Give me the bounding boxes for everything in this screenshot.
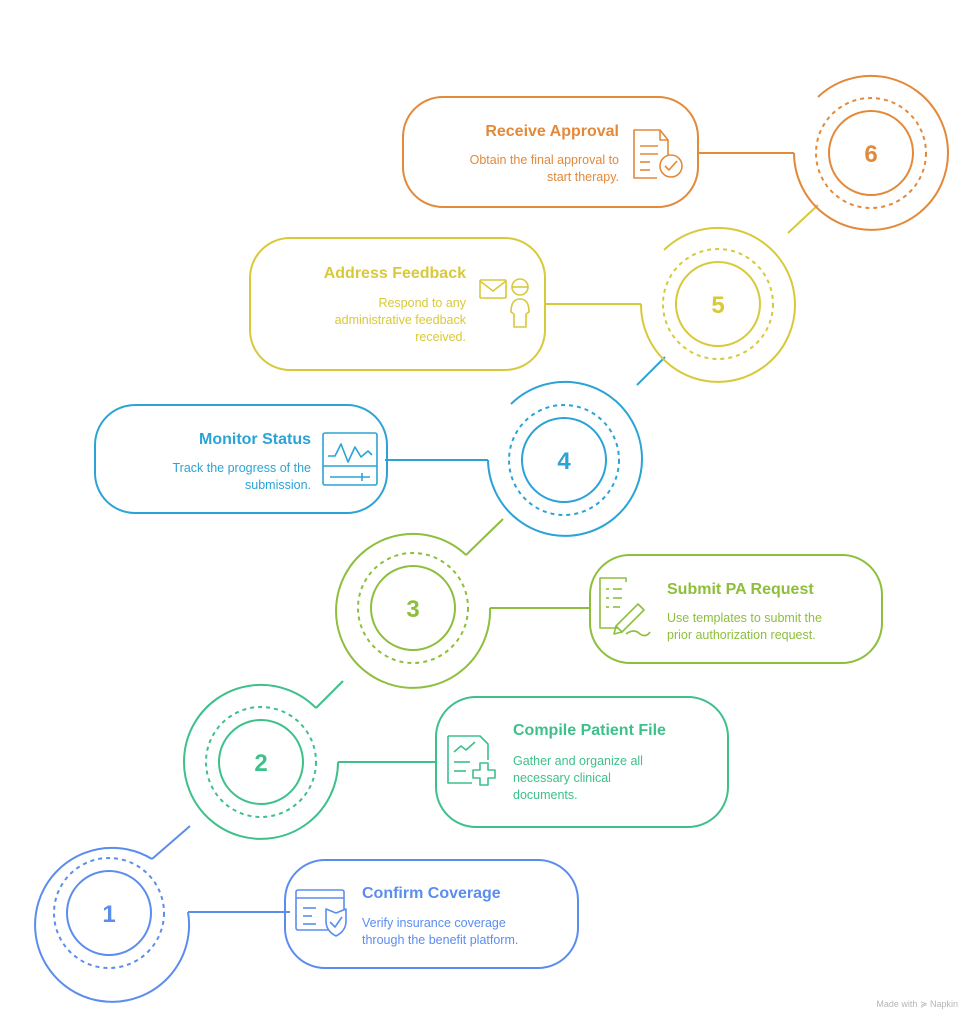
step-6-number: 6 [864, 141, 877, 168]
step-1 [34, 825, 579, 1003]
step-5-title: Address Feedback [324, 265, 466, 282]
feedback-person-icon [479, 278, 530, 328]
step-1-dashed-ring [53, 857, 165, 969]
napkin-watermark: Made with ≽ Napkin [876, 999, 958, 1009]
step-1-ring [34, 846, 191, 1003]
step-3-ring [335, 532, 492, 689]
step-5-number: 5 [711, 292, 724, 319]
step-4-ring [487, 380, 643, 537]
step-5-desc-line-2: administrative feedback [335, 313, 467, 327]
step-1-desc-line-1: Verify insurance coverage [362, 916, 506, 930]
step-5-inner-ring [675, 261, 761, 347]
step-3-number: 3 [406, 596, 419, 623]
step-1-inner-ring [66, 870, 152, 956]
step-1-number: 1 [102, 901, 115, 928]
step-2-link [315, 680, 344, 709]
step-1-box [284, 859, 579, 969]
step-6-desc-line-1: Obtain the final approval to [470, 153, 619, 167]
medical-document-icon [447, 735, 496, 786]
step-5-link [787, 204, 819, 234]
step-2-inner-ring [218, 719, 304, 805]
step-2-box [435, 696, 729, 828]
step-2-desc-line-1: Gather and organize all [513, 754, 643, 768]
step-5-ring [639, 226, 796, 383]
step-3-desc-line-2: prior authorization request. [667, 628, 816, 642]
step-2-number: 2 [254, 750, 267, 777]
step-4-link [636, 356, 666, 386]
step-5-box [249, 237, 546, 371]
insurance-shield-icon [295, 889, 347, 937]
step-3-desc-line-1: Use templates to submit the [667, 611, 822, 625]
step-4-box [94, 404, 388, 514]
step-5-dashed-ring [662, 248, 774, 360]
step-2-title: Compile Patient File [513, 722, 666, 739]
signing-document-icon [599, 577, 651, 637]
step-4-number: 4 [557, 448, 571, 475]
step-3 [335, 518, 883, 689]
step-4-desc-line-2: submission. [245, 478, 311, 492]
step-1-link [151, 825, 191, 860]
step-5 [249, 204, 819, 383]
step-3-box [589, 554, 883, 664]
step-2-desc-line-2: necessary clinical [513, 771, 611, 785]
step-2-desc-line-3: documents. [513, 788, 578, 802]
step-3-title: Submit PA Request [667, 581, 814, 598]
step-6 [402, 74, 949, 231]
step-3-link [465, 518, 504, 556]
monitor-chart-icon [322, 432, 378, 486]
step-2-dashed-ring [205, 706, 317, 818]
step-4-inner-ring [521, 417, 607, 503]
step-4-dashed-ring [508, 404, 620, 516]
step-2 [183, 680, 729, 840]
step-2-ring [183, 683, 339, 840]
step-4 [94, 356, 666, 537]
step-6-dashed-ring [815, 97, 927, 209]
step-4-title: Monitor Status [199, 431, 311, 448]
step-6-title: Receive Approval [485, 123, 619, 140]
step-3-dashed-ring [357, 552, 469, 664]
step-6-inner-ring [828, 110, 914, 196]
step-1-title: Confirm Coverage [362, 885, 501, 902]
step-1-desc-line-2: through the benefit platform. [362, 933, 518, 947]
step-5-desc-line-1: Respond to any [378, 296, 466, 310]
step-6-box [402, 96, 699, 208]
approved-document-icon [633, 129, 683, 179]
step-6-desc-line-2: start therapy. [547, 170, 619, 184]
step-5-desc-line-3: received. [415, 330, 466, 344]
step-4-desc-line-1: Track the progress of the [173, 461, 312, 475]
step-6-ring [793, 74, 949, 231]
step-3-inner-ring [370, 565, 456, 651]
